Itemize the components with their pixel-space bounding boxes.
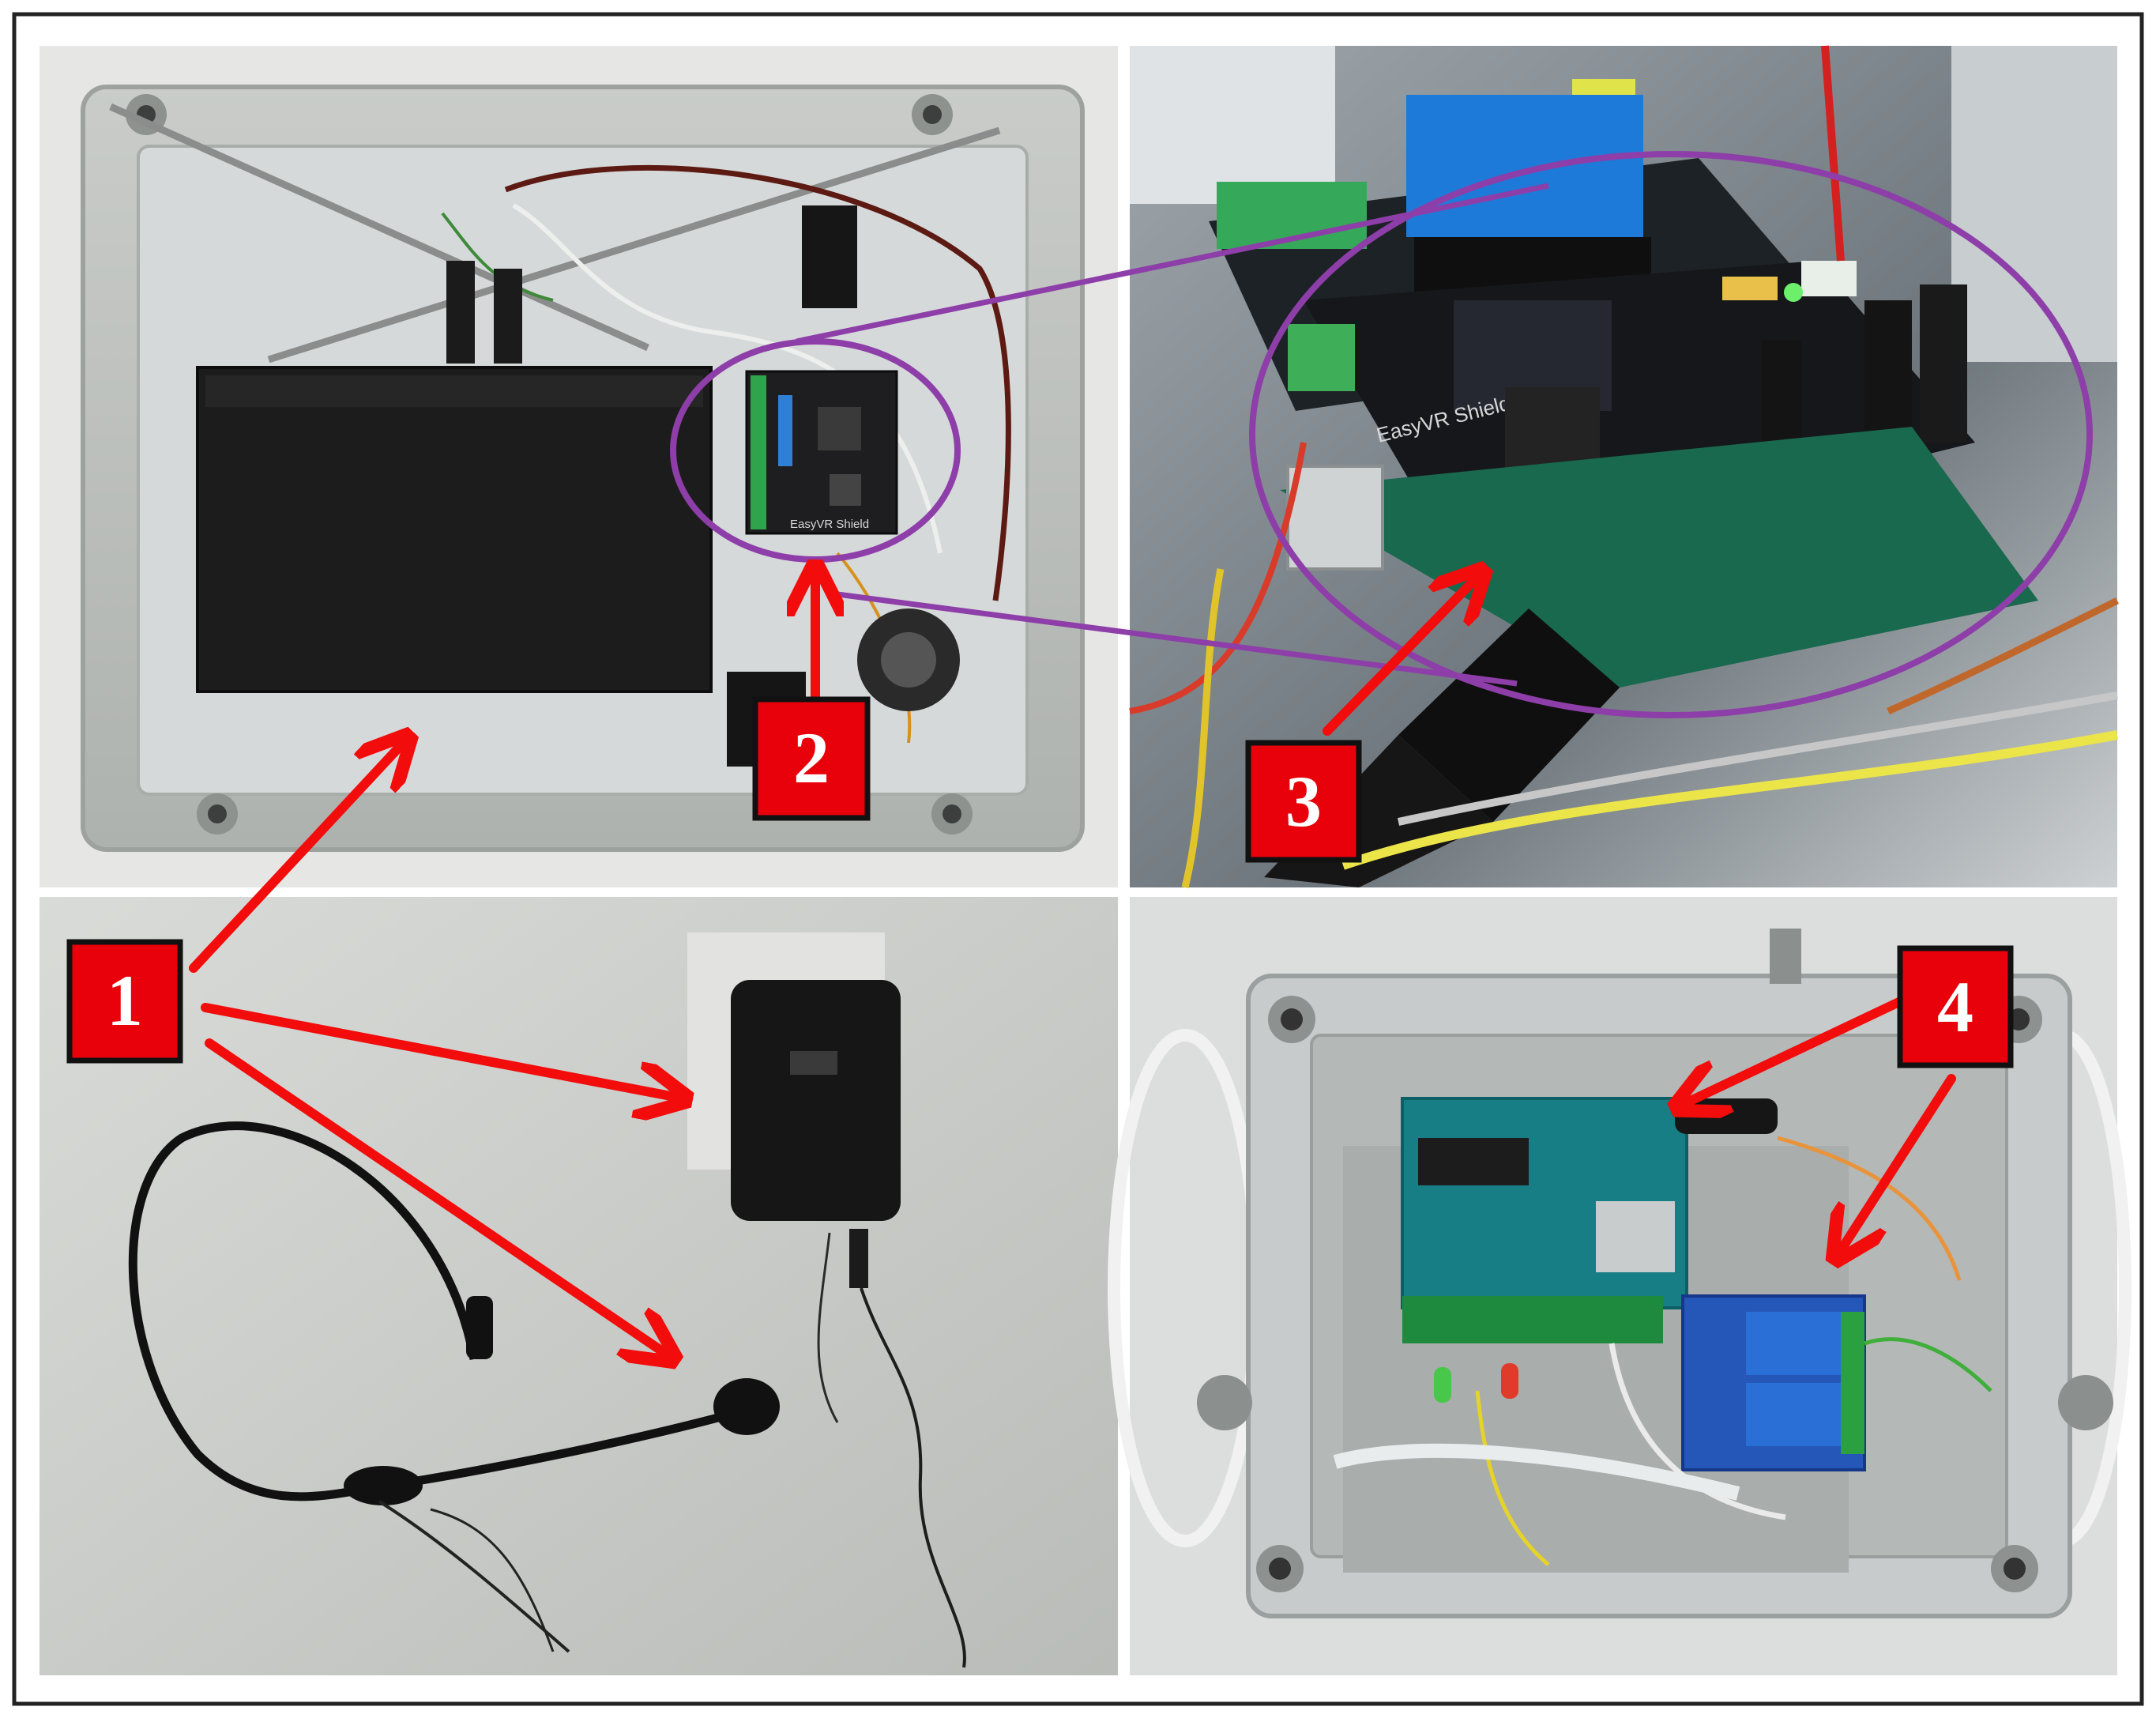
highlight-ellipse-large	[1249, 151, 2093, 718]
highlight-connector-bottom	[837, 591, 1518, 687]
label-3-text: 3	[1285, 761, 1322, 842]
highlight-connector-top	[796, 183, 1549, 345]
label-3: 3	[1245, 740, 1362, 863]
label-4: 4	[1897, 945, 2014, 1068]
label-1: 1	[66, 939, 183, 1064]
arrows	[189, 569, 1956, 1358]
arrow-3-to-jack	[1323, 573, 1481, 736]
arrow-4-to-plug	[1679, 995, 1909, 1106]
arrow-1-to-headset	[205, 1038, 672, 1358]
panel-bottom-left-photo	[40, 897, 1118, 1675]
panel-top-right-photo: EasyVR Shield	[1129, 45, 2120, 889]
label-2-text: 2	[793, 718, 830, 798]
panel-top-left-photo: EasyVR Shield	[40, 46, 1118, 887]
label-4-text: 4	[1937, 966, 1974, 1047]
label-2: 2	[752, 696, 871, 821]
shield-silkscreen-small: EasyVR Shield	[790, 518, 869, 531]
arrow-1-to-enclosure	[189, 739, 407, 973]
arrow-4-to-relay	[1837, 1074, 1956, 1256]
panel-bottom-right-photo	[1108, 897, 2132, 1675]
label-1-text: 1	[107, 960, 143, 1041]
arrow-1-to-receiver	[201, 1003, 683, 1098]
